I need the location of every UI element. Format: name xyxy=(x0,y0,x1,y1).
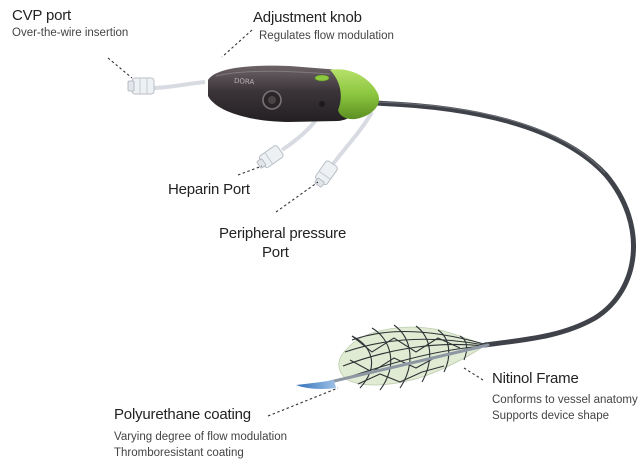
cvp-port-title: CVP port xyxy=(12,7,71,24)
nitinol-frame-title: Nitinol Frame xyxy=(492,370,579,387)
heparin-connector xyxy=(255,145,284,171)
nitinol-frame-desc-1: Conforms to vessel anatomy xyxy=(492,394,638,407)
polyurethane-coating-desc-2: Thromboresistant coating xyxy=(114,447,244,460)
peripheral-pressure-title-2: Port xyxy=(262,244,289,261)
nitinol-frame xyxy=(339,325,485,390)
brand-text: DORA xyxy=(234,77,255,86)
heparin-port-title: Heparin Port xyxy=(168,181,250,198)
polyurethane-coating-desc-1: Varying degree of flow modulation xyxy=(114,431,287,444)
adjustment-knob-desc: Regulates flow modulation xyxy=(259,30,394,43)
cvp-connector xyxy=(128,78,154,94)
handle: DORA xyxy=(208,66,379,122)
peripheral-pressure-title-1: Peripheral pressure xyxy=(219,225,346,242)
catheter-shaft xyxy=(372,103,634,345)
cvp-tube xyxy=(152,82,205,88)
polyurethane-coating-title: Polyurethane coating xyxy=(114,406,251,423)
cvp-port-desc: Over-the-wire insertion xyxy=(12,27,128,40)
catheter-tip xyxy=(296,380,336,389)
adjustment-knob-title: Adjustment knob xyxy=(253,9,362,26)
nitinol-frame-desc-2: Supports device shape xyxy=(492,410,609,423)
